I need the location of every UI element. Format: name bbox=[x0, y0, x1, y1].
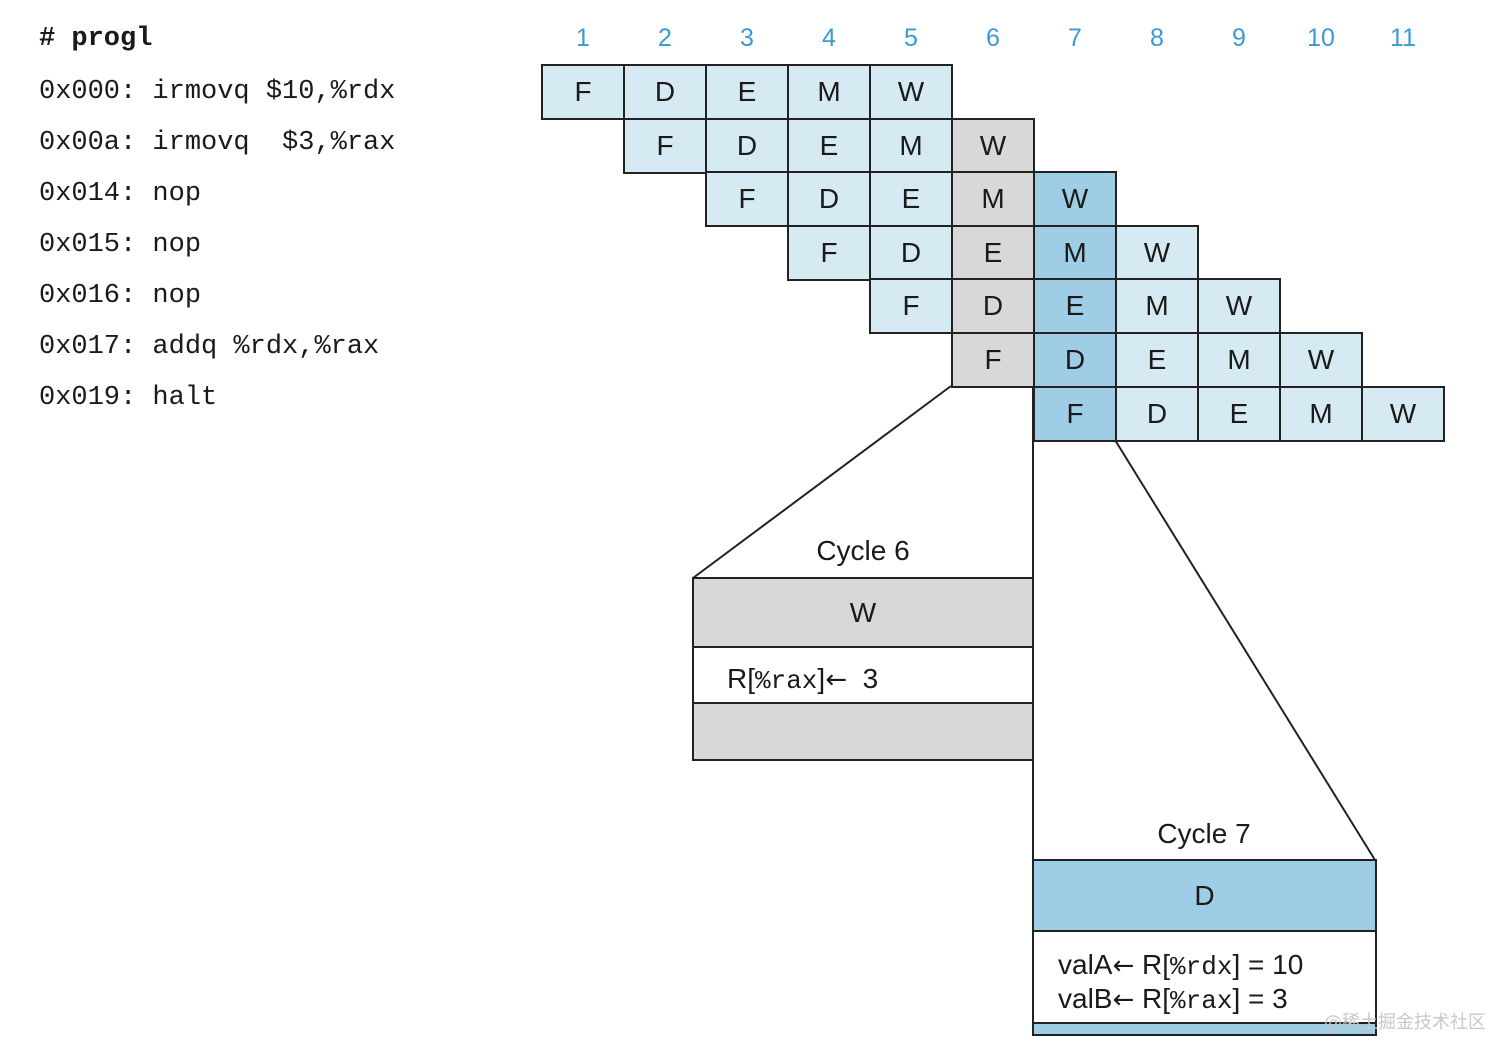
vala-label: valA bbox=[1058, 949, 1113, 980]
instruction-text: addq %rdx,%rax bbox=[152, 332, 380, 362]
stage-cell-d: D bbox=[787, 171, 871, 227]
left-arrow-icon: ← bbox=[825, 665, 847, 695]
instruction-text: nop bbox=[152, 281, 202, 311]
program-line: 0x014: nop bbox=[39, 181, 201, 208]
cycle6-stage-band: W bbox=[694, 579, 1032, 648]
cycle6-connector-left bbox=[692, 385, 952, 579]
cycle6-bottom-band bbox=[694, 702, 1032, 759]
stage-cell-d: D bbox=[705, 118, 789, 174]
stage-cell-w: W bbox=[1197, 278, 1281, 334]
cycle7-line-vala: valA← R[%rdx] = 10 bbox=[1058, 949, 1304, 982]
program-line: 0x019: halt bbox=[39, 385, 217, 412]
cycle-number: 4 bbox=[822, 24, 836, 52]
cycle-number: 7 bbox=[1068, 24, 1082, 52]
cycle-number: 2 bbox=[658, 24, 672, 52]
action-prefix: R[ bbox=[727, 663, 755, 694]
instruction-address: 0x014: bbox=[39, 179, 137, 209]
stage-cell-w: W bbox=[951, 118, 1035, 174]
read-value: ] = 3 bbox=[1232, 983, 1288, 1014]
stage-cell-f: F bbox=[541, 64, 625, 120]
cycle7-stage-band: D bbox=[1034, 861, 1375, 932]
program-line: 0x00a: irmovq $3,%rax bbox=[39, 130, 395, 157]
stage-cell-d: D bbox=[1115, 386, 1199, 442]
cycle6-action: R[%rax]← 3 bbox=[727, 663, 879, 696]
stage-cell-e: E bbox=[1115, 332, 1199, 388]
program-line: 0x015: nop bbox=[39, 232, 201, 259]
cycle-number: 1 bbox=[576, 24, 590, 52]
program-title: # progl bbox=[39, 24, 153, 54]
cycle7-stage-label: D bbox=[1194, 879, 1215, 911]
cycle-number: 9 bbox=[1232, 24, 1246, 52]
register-name: %rdx bbox=[1170, 952, 1233, 982]
instruction-text: nop bbox=[152, 179, 202, 209]
cycle-number: 5 bbox=[904, 24, 918, 52]
cycle6-title: Cycle 6 bbox=[816, 535, 910, 566]
read-value: ] = 10 bbox=[1232, 949, 1304, 980]
cycle7-title: Cycle 7 bbox=[1157, 818, 1251, 849]
instruction-address: 0x019: bbox=[39, 383, 137, 413]
stage-cell-f: F bbox=[951, 332, 1035, 388]
stage-cell-m: M bbox=[1197, 332, 1281, 388]
program-line: 0x016: nop bbox=[39, 283, 201, 310]
register-name: %rax bbox=[1170, 986, 1233, 1016]
stage-cell-e: E bbox=[869, 171, 953, 227]
cycle-number: 6 bbox=[986, 24, 1000, 52]
stage-cell-f: F bbox=[623, 118, 707, 174]
watermark: @稀土掘金技术社区 bbox=[1324, 1012, 1486, 1033]
cycle6-stage-label: W bbox=[849, 596, 877, 628]
instruction-text: irmovq $3,%rax bbox=[152, 128, 396, 158]
cycle7-connector-right bbox=[1114, 439, 1376, 861]
left-arrow-icon: ← bbox=[1112, 951, 1135, 981]
stage-cell-m: M bbox=[869, 118, 953, 174]
instruction-text: halt bbox=[152, 383, 218, 413]
read-prefix: R[ bbox=[1142, 949, 1171, 980]
cycle6-panel: W R[%rax]← 3 bbox=[692, 577, 1034, 761]
stage-cell-e: E bbox=[705, 64, 789, 120]
cycle7-line-valb: valB← R[%rax] = 3 bbox=[1058, 983, 1288, 1016]
instruction-address: 0x000: bbox=[39, 77, 137, 107]
instruction-address: 0x017: bbox=[39, 332, 137, 362]
action-value: 3 bbox=[862, 663, 879, 694]
valb-label: valB bbox=[1058, 983, 1113, 1014]
instruction-address: 0x00a: bbox=[39, 128, 137, 158]
instruction-address: 0x016: bbox=[39, 281, 137, 311]
stage-cell-d: D bbox=[623, 64, 707, 120]
stage-cell-w: W bbox=[1033, 171, 1117, 227]
cycle7-bottom-band bbox=[1034, 1022, 1375, 1034]
action-suffix: ] bbox=[817, 663, 826, 694]
cycle-number: 3 bbox=[740, 24, 754, 52]
program-line: 0x017: addq %rdx,%rax bbox=[39, 334, 379, 361]
stage-cell-f: F bbox=[1033, 386, 1117, 442]
cycle-number: 10 bbox=[1307, 24, 1335, 52]
register-name: %rax bbox=[755, 666, 818, 696]
cycle-number: 8 bbox=[1150, 24, 1164, 52]
stage-cell-f: F bbox=[705, 171, 789, 227]
instruction-text: irmovq $10,%rdx bbox=[152, 77, 396, 107]
read-prefix: R[ bbox=[1142, 983, 1171, 1014]
left-arrow-icon: ← bbox=[1112, 985, 1135, 1015]
cycle7-panel: D valA← R[%rdx] = 10 valB← R[%rax] = 3 bbox=[1032, 859, 1377, 1036]
stage-cell-w: W bbox=[1361, 386, 1445, 442]
program-line: 0x000: irmovq $10,%rdx bbox=[39, 79, 395, 106]
cycle-number: 11 bbox=[1390, 24, 1416, 52]
instruction-text: nop bbox=[152, 230, 202, 260]
stage-cell-e: E bbox=[1197, 386, 1281, 442]
stage-cell-w: W bbox=[1115, 225, 1199, 281]
instruction-address: 0x015: bbox=[39, 230, 137, 260]
stage-cell-d: D bbox=[951, 278, 1035, 334]
stage-cell-m: M bbox=[1279, 386, 1363, 442]
stage-cell-w: W bbox=[1279, 332, 1363, 388]
